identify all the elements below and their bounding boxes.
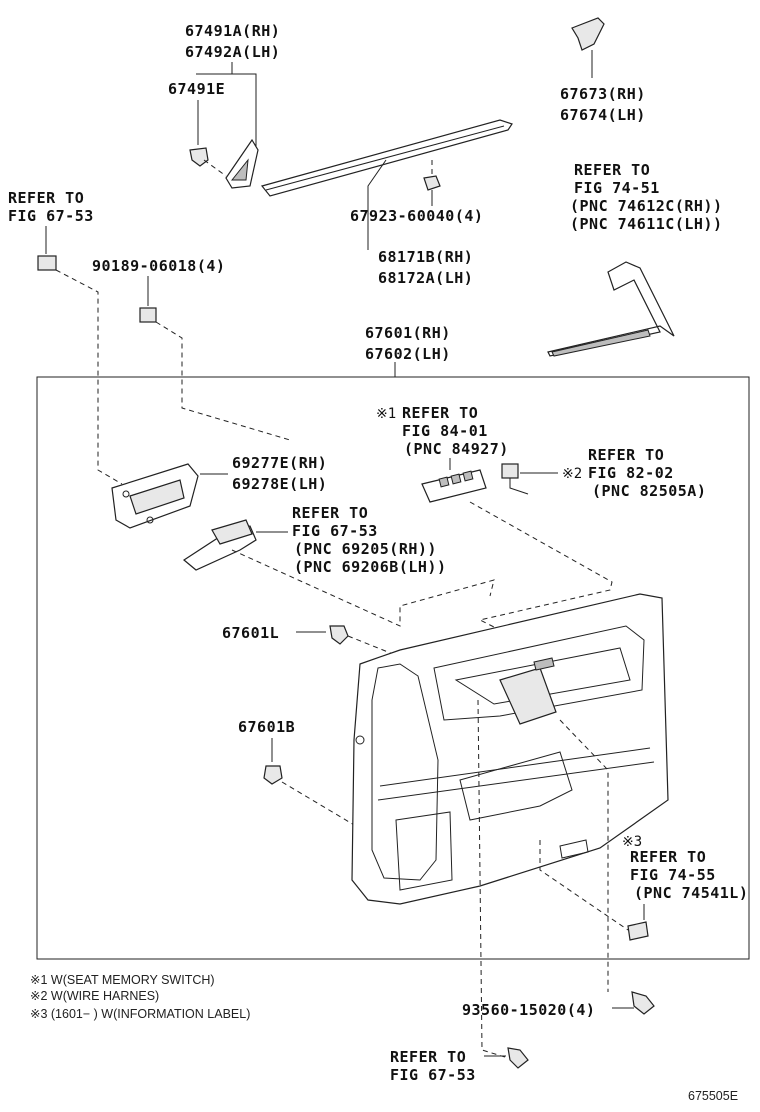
label-69278e[interactable]: 69278E(LH) [232,475,327,493]
refer-e-line3[interactable]: (PNC 69205(RH)) [294,540,437,558]
refer-a-line2[interactable]: FIG 67-53 [8,207,94,225]
clip-67601l [329,625,349,645]
label-67673[interactable]: 67673(RH) [560,85,646,103]
door-trim-panel-67601 [351,593,669,905]
label-67923[interactable]: 67923-60040(4) [350,207,483,225]
refer-f-line1[interactable]: REFER TO [630,848,706,866]
refer-f-line3[interactable]: (PNC 74541L) [634,884,748,902]
refer-e-line1[interactable]: REFER TO [292,504,368,522]
label-67491a[interactable]: 67491A(RH) [185,22,280,40]
refer-c-mark: ※1 [376,406,396,422]
label-93560[interactable]: 93560-15020(4) [462,1001,595,1019]
refer-g-line1[interactable]: REFER TO [390,1048,466,1066]
refer-f-mark: ※3 [622,834,642,850]
label-90189[interactable]: 90189-06018(4) [92,257,225,275]
refer-b-line2[interactable]: FIG 74-51 [574,179,660,197]
refer-g-line2[interactable]: FIG 67-53 [390,1066,476,1084]
label-67602[interactable]: 67602(LH) [365,345,451,363]
label-67601[interactable]: 67601(RH) [365,324,451,342]
refer-d-mark: ※2 [562,466,582,482]
refer-d-line2[interactable]: FIG 82-02 [588,464,674,482]
clip-left-ref-67-53 [37,255,57,271]
refer-b-line1[interactable]: REFER TO [574,161,650,179]
note-1: ※1 W(SEAT MEMORY SWITCH) [30,973,215,987]
inside-handle-bezel-69277e [111,463,199,529]
label-67674[interactable]: 67674(LH) [560,106,646,124]
refer-c-line2[interactable]: FIG 84-01 [402,422,488,440]
label-67491e[interactable]: 67491E [168,80,225,98]
clip-67491e [189,147,209,167]
label-68172a[interactable]: 68172A(LH) [378,269,473,287]
garnish-74612c [547,261,675,357]
nut-90189 [139,307,157,323]
clip-67601b [263,765,283,785]
label-68171b[interactable]: 68171B(RH) [378,248,473,266]
wire-harness-connector [501,463,529,495]
label-69277e[interactable]: 69277E(RH) [232,454,327,472]
refer-d-line1[interactable]: REFER TO [588,446,664,464]
assembly-frame [36,376,750,960]
inside-handle-ref-67-53 [182,519,257,571]
seat-memory-switch [421,469,487,503]
screw-93560 [631,991,655,1015]
refer-b-line4[interactable]: (PNC 74611C(LH)) [570,215,723,233]
refer-b-line3[interactable]: (PNC 74612C(RH)) [570,197,723,215]
clip-67923 [423,175,441,191]
note-3: ※3 (1601− ) W(INFORMATION LABEL) [30,1007,250,1021]
refer-e-line2[interactable]: FIG 67-53 [292,522,378,540]
refer-a-line1[interactable]: REFER TO [8,189,84,207]
note-2: ※2 W(WIRE HARNES) [30,989,159,1003]
refer-d-line3[interactable]: (PNC 82505A) [592,482,706,500]
label-67601l[interactable]: 67601L [222,624,279,642]
refer-c-line3[interactable]: (PNC 84927) [404,440,509,458]
belt-weatherstrip-68171b [260,119,513,197]
diagram-id: 675505E [688,1089,738,1103]
label-67601b[interactable]: 67601B [238,718,295,736]
refer-f-line2[interactable]: FIG 74-55 [630,866,716,884]
screw-ref-67-53 [507,1047,529,1069]
refer-c-line1[interactable]: REFER TO [402,404,478,422]
label-67492a[interactable]: 67492A(LH) [185,43,280,61]
refer-e-line4[interactable]: (PNC 69206B(LH)) [294,558,447,576]
bracket-67673 [571,17,605,51]
information-label [627,921,649,941]
corner-cover-67491a [225,138,259,189]
